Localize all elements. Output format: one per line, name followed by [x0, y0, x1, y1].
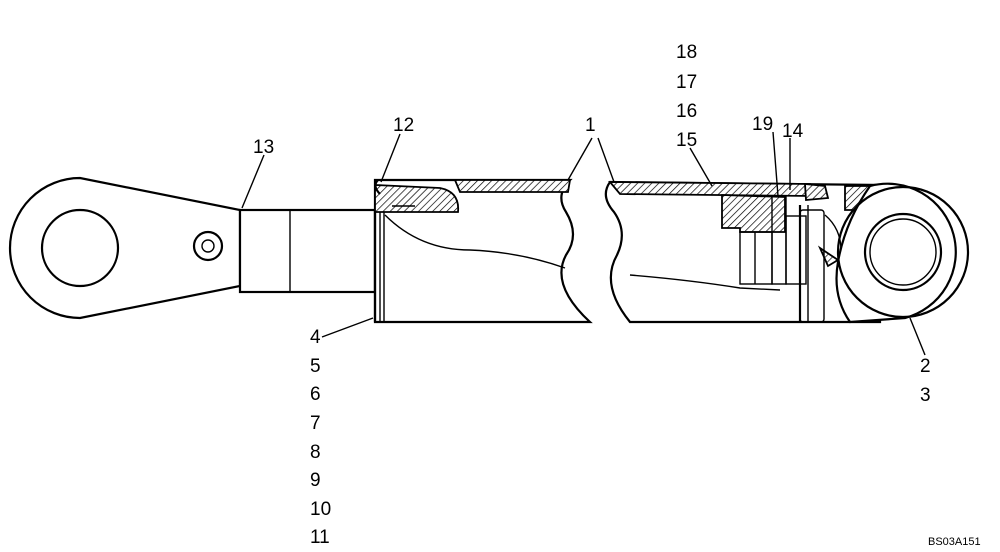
callout-6: 6 [310, 384, 321, 405]
callout-19: 19 [752, 114, 773, 135]
barrel-left [373, 178, 593, 324]
callout-18: 18 [676, 42, 697, 63]
figure-code: BS03A151 [928, 536, 981, 548]
barrel-right [604, 180, 885, 324]
callout-4: 4 [310, 327, 321, 348]
callout-17: 17 [676, 72, 697, 93]
callout-7: 7 [310, 413, 321, 434]
rod-eye [8, 176, 242, 320]
callout-5: 5 [310, 356, 321, 377]
piston-rod [238, 208, 377, 294]
callout-1: 1 [585, 115, 596, 136]
callout-14: 14 [782, 121, 804, 142]
callout-10: 10 [310, 499, 331, 520]
grease-fitting [192, 230, 224, 262]
callout-numbers: 18 17 16 15 19 14 12 13 1 4 5 6 7 8 9 10… [253, 42, 931, 548]
callout-16: 16 [676, 101, 697, 122]
callout-11: 11 [310, 527, 330, 548]
callout-12: 12 [393, 115, 414, 136]
callout-13: 13 [253, 137, 274, 158]
callout-9: 9 [310, 470, 321, 491]
rod-eye-bore [40, 208, 120, 288]
leader-lines [241, 131, 926, 356]
callout-8: 8 [310, 442, 321, 463]
callout-3: 3 [920, 385, 931, 406]
base-eye [835, 182, 970, 324]
callout-2: 2 [920, 356, 931, 377]
callout-15: 15 [676, 130, 697, 151]
base-eye-bushing [863, 212, 943, 292]
